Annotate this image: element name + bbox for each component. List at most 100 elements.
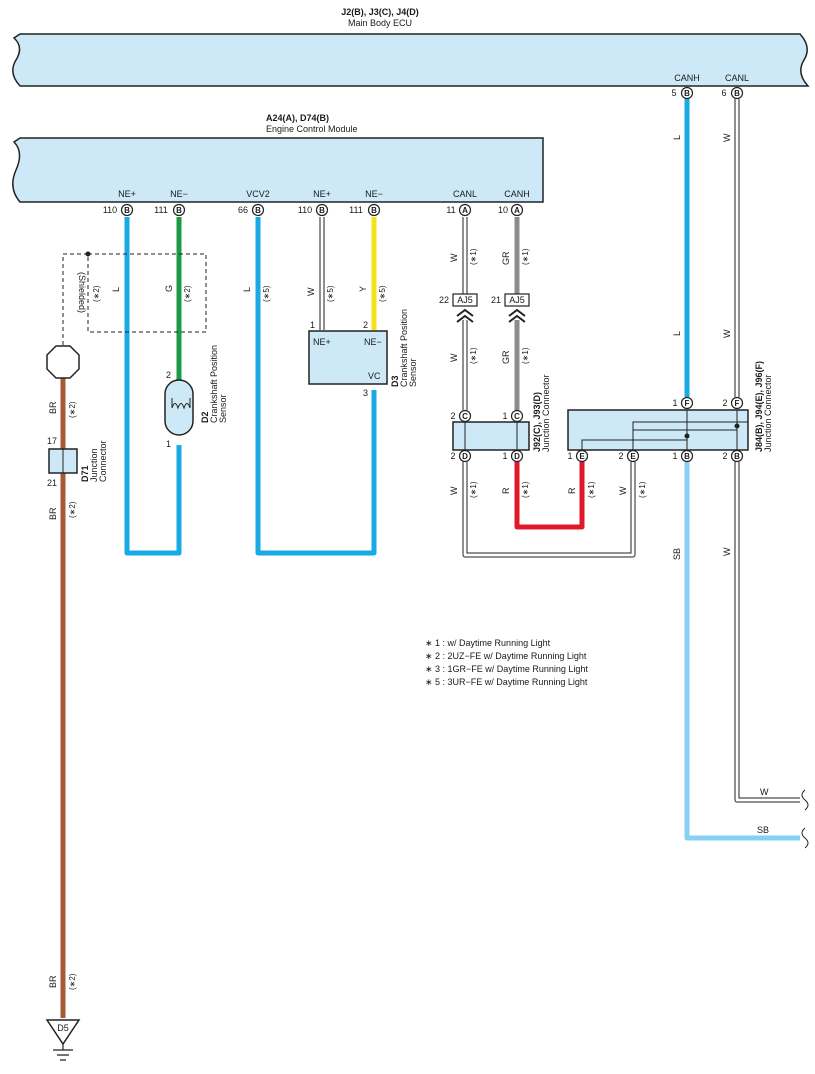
note-tag: (∗1) <box>521 248 530 265</box>
wire-label: W <box>449 253 459 262</box>
pin-letter: A <box>462 206 468 215</box>
pin-letter: B <box>176 206 182 215</box>
pin-num: 1 <box>672 451 677 461</box>
pin-num: 17 <box>47 436 57 446</box>
j84-name: Junction Connector <box>763 374 773 452</box>
pin-num: 1 <box>502 411 507 421</box>
wire-r-red <box>514 462 585 530</box>
note-tag: (∗5) <box>262 285 271 302</box>
wire-label: L <box>672 135 682 140</box>
note-tag: (∗1) <box>638 481 647 498</box>
pin-letter: D <box>462 452 468 461</box>
ecm-term-ne-plus-1: NE+ <box>118 189 136 199</box>
wire-label: BR <box>48 401 58 414</box>
shield-terminal-icon <box>46 345 80 379</box>
ground-d5: D5 <box>45 1019 81 1061</box>
ground-triangle-icon <box>45 1019 81 1046</box>
pin-letter: B <box>255 206 261 215</box>
wire-label: W <box>722 133 732 142</box>
d2-crankshaft-sensor: 2 1 D2 Crankshaft Position Sensor <box>164 345 228 449</box>
d71-name-2: Connector <box>98 440 108 482</box>
wire-label: GR <box>501 350 511 364</box>
d3-name: Crankshaft Position <box>399 309 409 387</box>
pin-num: 110 <box>298 205 312 215</box>
d3-term-vc: VC <box>368 371 381 381</box>
wire-label: W <box>449 353 459 362</box>
pin-num: 1 <box>567 451 572 461</box>
wire-label: W <box>760 787 769 797</box>
note-tag: (∗1) <box>587 481 596 498</box>
pin-letter: C <box>514 412 520 421</box>
canl-terminal-label: CANL <box>725 73 749 83</box>
pin-letter: E <box>630 452 636 461</box>
j84-code: J84(B), J94(E), J96(F) <box>754 361 764 452</box>
main-body-ecu-box <box>12 33 810 87</box>
wire-vcv2-l-blue <box>255 217 377 556</box>
pin-num: 10 <box>498 205 508 215</box>
ecm-term-canl: CANL <box>453 189 477 199</box>
main-ecu-pins: B 5 B 6 <box>671 86 744 100</box>
d2-code: D2 <box>200 411 210 423</box>
pin-letter: B <box>734 452 740 461</box>
wire-w-right-out <box>734 462 800 803</box>
pin-num: 1 <box>672 398 677 408</box>
pin-letter: B <box>734 89 740 98</box>
note-tag: (∗2) <box>68 973 77 990</box>
pin-letter: B <box>124 206 130 215</box>
pin-letter: A <box>514 206 520 215</box>
ecm-term-canh: CANH <box>504 189 530 199</box>
wire-label: BR <box>48 975 58 988</box>
ground-symbol-icon <box>53 1044 73 1061</box>
main-body-ecu-name: Main Body ECU <box>348 18 412 28</box>
wire-label: L <box>242 287 252 292</box>
ecm-name: Engine Control Module <box>266 124 358 134</box>
wire-label: SB <box>757 825 769 835</box>
wire-break-icon <box>801 827 809 849</box>
pin-num: 1 <box>502 451 507 461</box>
note-tag: (∗2) <box>183 285 192 302</box>
note-tag: (∗5) <box>378 285 387 302</box>
connector-chevron-icon <box>508 308 526 323</box>
notes-legend: ∗ 1 : w/ Daytime Running Light ∗ 2 : 2UZ… <box>425 638 588 687</box>
ecm-pins: B 110 B 111 B 66 B 110 B 111 A 11 A 10 <box>103 203 524 217</box>
pin-num: 2 <box>618 451 623 461</box>
pin-num: 2 <box>450 451 455 461</box>
pin-letter: F <box>685 399 690 408</box>
legend-note: ∗ 3 : 1GR−FE w/ Daytime Running Light <box>425 664 588 674</box>
pin-letter: B <box>684 452 690 461</box>
wire-label: W <box>618 486 628 495</box>
wires <box>60 99 800 1018</box>
note-tag: (∗5) <box>326 285 335 302</box>
j84-junction-connector: F 1 F 2 E 1 E 2 B 1 B 2 J84(B), J94(E), … <box>567 361 773 463</box>
ecm-term-vcv2: VCV2 <box>246 189 270 199</box>
pin-num: 1 <box>310 320 315 330</box>
canh-terminal-label: CANH <box>674 73 700 83</box>
shield-box: (Shielded) <box>62 251 207 348</box>
note-tag: (∗1) <box>469 481 478 498</box>
d3-crankshaft-sensor: NE+ NE− VC 1 2 3 D3 Crankshaft Position … <box>308 309 418 398</box>
wire-label: SB <box>672 548 682 560</box>
pin-letter: C <box>462 412 468 421</box>
wire-ne-plus-l-blue <box>124 217 182 556</box>
wire-label: GR <box>501 251 511 265</box>
d3-name-2: Sensor <box>408 358 418 387</box>
ground-label: D5 <box>57 1023 69 1033</box>
pin-letter: E <box>579 452 585 461</box>
main-body-ecu-code: J2(B), J3(C), J4(D) <box>341 7 419 17</box>
pin-letter: B <box>684 89 690 98</box>
pin-num: 111 <box>349 205 363 215</box>
note-tag: (∗2) <box>92 285 101 302</box>
pin-num: 2 <box>363 320 368 330</box>
pin-num: 2 <box>722 451 727 461</box>
wire-label: L <box>672 331 682 336</box>
ecm-term-ne-minus-1: NE− <box>170 189 188 199</box>
aj5-label: AJ5 <box>457 295 473 305</box>
ecm-code: A24(A), D74(B) <box>266 113 329 123</box>
pin-num: 111 <box>154 205 168 215</box>
legend-note: ∗ 1 : w/ Daytime Running Light <box>425 638 551 648</box>
wire-label: R <box>501 487 511 494</box>
wire-label: W <box>306 287 316 296</box>
pin-letter: D <box>514 452 520 461</box>
pin-num: 21 <box>491 295 501 305</box>
